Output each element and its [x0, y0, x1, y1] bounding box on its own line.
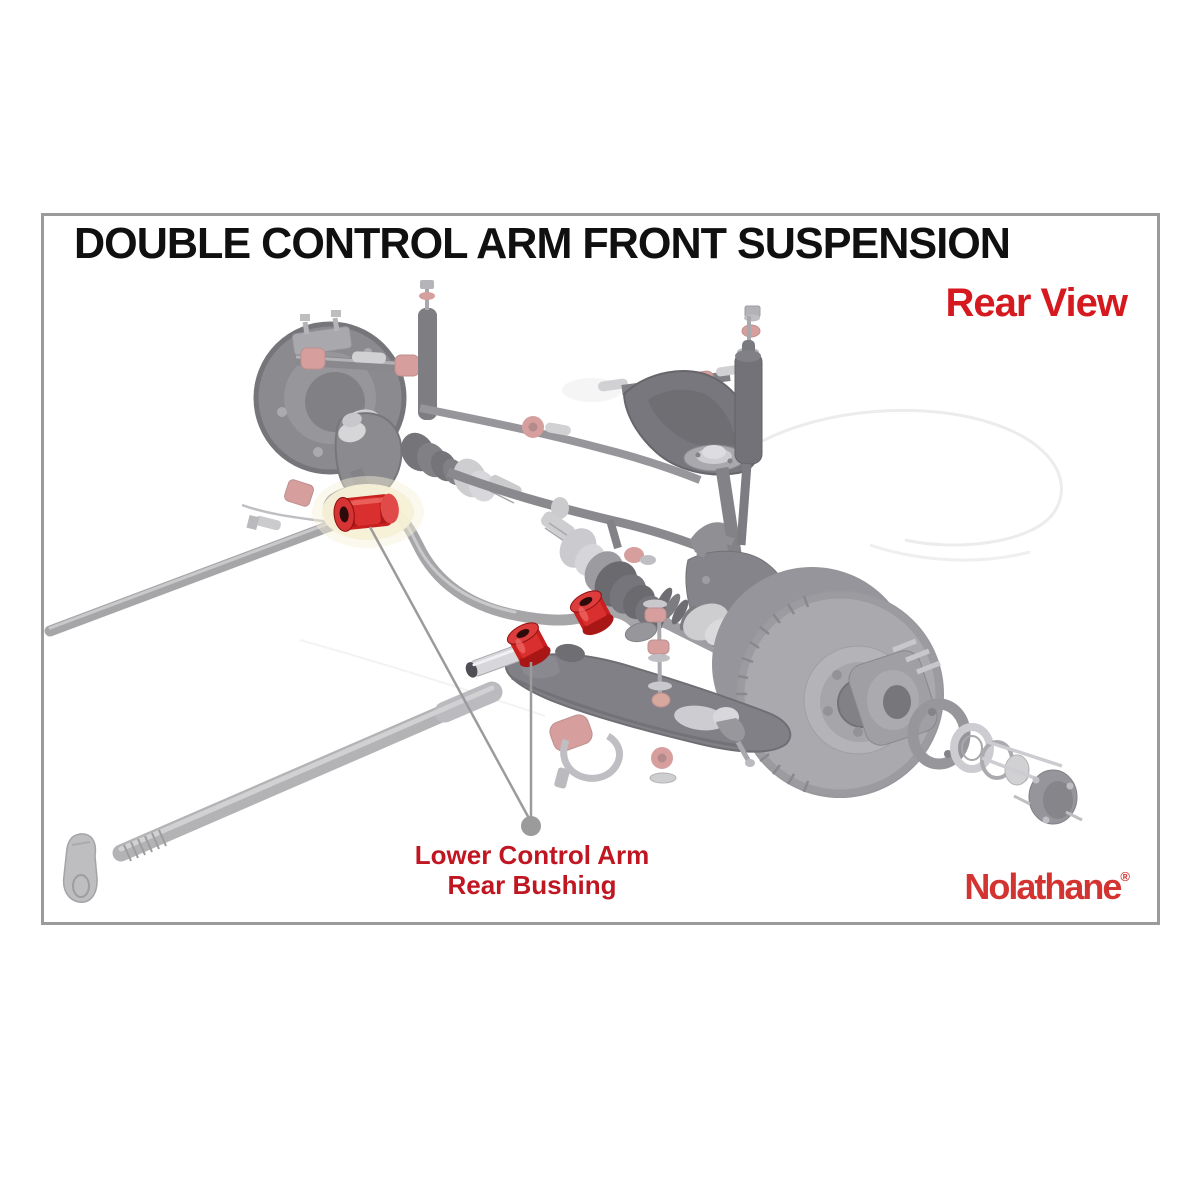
torsion-bar-splines: [123, 829, 167, 862]
ghost-chassis-outline: [299, 378, 1063, 717]
sway-bar-clamp: [549, 714, 624, 789]
bushing-sleeve-pin: [465, 645, 524, 678]
brand-logo: Nolathane®: [780, 869, 1130, 905]
torsion-bar: [112, 681, 503, 862]
highlighted-bushing-middle: [569, 590, 614, 636]
page-title: DOUBLE CONTROL ARM FRONT SUSPENSION: [74, 219, 1011, 268]
ball-joint: [713, 707, 755, 767]
callout-line-1: Lower Control Arm: [414, 840, 650, 870]
highlighted-bushing-exploded: [506, 622, 551, 668]
shock-absorber-left: [418, 280, 437, 420]
callout-leader-lines: [368, 526, 541, 836]
highlighted-bushing-left: [312, 476, 424, 548]
upper-control-arm-left: [291, 310, 425, 377]
callout-dot: [521, 816, 541, 836]
view-label: Rear View: [945, 281, 1129, 325]
sway-bar-link: [624, 599, 677, 784]
tie-rod: [419, 404, 702, 484]
machinery: [44, 280, 1083, 903]
callout-label: Lower Control Arm Rear Bushing: [307, 840, 757, 900]
hub-bearing-exploded-set: [848, 638, 1083, 825]
torsion-bar-anchor: [62, 833, 98, 903]
upper-control-arm-right: [598, 364, 759, 561]
registered-trademark-icon: ®: [1120, 869, 1130, 884]
steering-center-link: [446, 467, 735, 566]
shock-absorber-right: [734, 305, 763, 546]
callout-line-2: Rear Bushing: [447, 870, 617, 900]
brand-name: Nolathane: [964, 866, 1122, 907]
